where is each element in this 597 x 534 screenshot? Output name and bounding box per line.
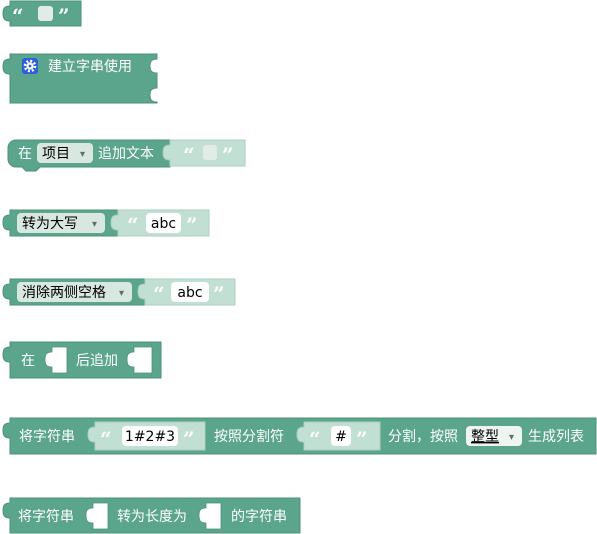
pad-string-block[interactable]: 将字符串 转为长度为 的字符串	[2, 497, 301, 534]
generate-list-label: 生成列表	[528, 429, 584, 445]
text-field-value: abc	[151, 216, 176, 232]
text-field-value: #	[335, 429, 347, 445]
pad-string-block-body[interactable]	[2, 497, 301, 534]
close-quote: ”	[222, 143, 234, 167]
append-after-block-body[interactable]	[2, 341, 162, 379]
pad-suffix-label: 的字符串	[231, 509, 287, 525]
trim-mode-dropdown-bg[interactable]	[17, 282, 132, 302]
case-mode-value: 转为大写	[22, 216, 78, 232]
append-text-label: 追加文本	[98, 146, 154, 162]
close-quote: ”	[58, 4, 70, 28]
empty-text-field[interactable]	[203, 145, 217, 160]
dropdown-arrow-icon: ▾	[119, 288, 124, 299]
trim-mode-dropdown[interactable]: 消除两侧空格 ▾	[17, 282, 132, 302]
join-label: 建立字串使用	[48, 58, 132, 75]
dropdown-arrow-icon: ▾	[509, 432, 514, 443]
case-mode-dropdown[interactable]: 转为大写 ▾	[17, 213, 105, 233]
number-type-dropdown[interactable]: 整型 ▾	[466, 426, 522, 446]
dropdown-arrow-icon: ▾	[80, 149, 85, 160]
appended-text-input-slot[interactable]	[126, 346, 153, 374]
gear-icon[interactable]	[22, 58, 38, 74]
number-type-dropdown-bg[interactable]	[466, 426, 522, 446]
close-quote: ”	[183, 427, 195, 451]
open-quote: “	[309, 427, 321, 451]
target-text-input-slot[interactable]	[44, 346, 68, 374]
append-after-label: 后追加	[76, 353, 118, 369]
text-field-value: 1#2#3	[125, 429, 175, 445]
change-case-block[interactable]: 转为大写 ▾ “ abc ”	[2, 209, 210, 237]
split-string-label: 将字符串	[19, 429, 75, 445]
join-text-block[interactable]: 建立字串使用	[2, 53, 158, 104]
text-field[interactable]	[171, 282, 209, 302]
open-quote: “	[127, 213, 139, 237]
text-field-value: abc	[177, 285, 202, 301]
append-after-block[interactable]: 在 后追加	[2, 341, 162, 379]
split-by-label: 分割，按照	[388, 428, 458, 445]
pad-source-input-slot[interactable]	[85, 502, 109, 530]
empty-text-field[interactable]	[38, 6, 53, 21]
close-quote: ”	[213, 282, 225, 306]
close-quote: ”	[356, 427, 368, 451]
variable-dropdown-value: 项目	[42, 146, 70, 162]
text-literal-block[interactable]: “ ”	[2, 0, 82, 28]
text-field[interactable]	[122, 426, 178, 446]
variable-dropdown[interactable]: 项目 ▾	[37, 143, 93, 163]
separator-shadow-input[interactable]: “ # ”	[296, 421, 381, 451]
open-quote: “	[153, 282, 165, 306]
split-source-shadow-input[interactable]: “ 1#2#3 ”	[87, 421, 206, 451]
text-field[interactable]	[146, 213, 181, 233]
close-quote: ”	[186, 213, 198, 237]
trim-mode-value: 消除两侧空格	[22, 285, 106, 301]
open-quote: “	[100, 427, 112, 451]
pad-string-label: 将字符串	[18, 509, 74, 525]
separator-label: 按照分割符	[214, 428, 284, 445]
trim-block[interactable]: 消除两侧空格 ▾ “ abc ”	[2, 278, 236, 306]
pad-length-input-slot[interactable]	[198, 502, 222, 530]
append-text-block[interactable]: 在 项目 ▾ 追加文本 “ ”	[7, 139, 246, 172]
join-text-block-body[interactable]	[2, 53, 158, 104]
open-quote: “	[183, 143, 195, 167]
number-type-value: 整型	[471, 429, 499, 445]
append-after-in-label: 在	[21, 353, 35, 369]
text-field[interactable]	[331, 426, 351, 446]
append-text-shadow-input[interactable]: “ ”	[162, 139, 246, 167]
variable-dropdown-bg[interactable]	[37, 143, 93, 163]
trim-shadow-input[interactable]: “ abc ”	[137, 278, 236, 306]
dropdown-arrow-icon: ▾	[92, 219, 97, 230]
pad-length-label: 转为长度为	[117, 509, 187, 525]
open-quote: “	[12, 4, 24, 28]
split-string-block[interactable]: 将字符串 “ 1#2#3 ” 按照分割符 “ # ” 分割，按照 整型 ▾ 生成…	[2, 417, 597, 455]
change-case-shadow-input[interactable]: “ abc ”	[110, 209, 210, 237]
append-in-label: 在	[18, 146, 32, 162]
case-mode-dropdown-bg[interactable]	[17, 213, 105, 233]
